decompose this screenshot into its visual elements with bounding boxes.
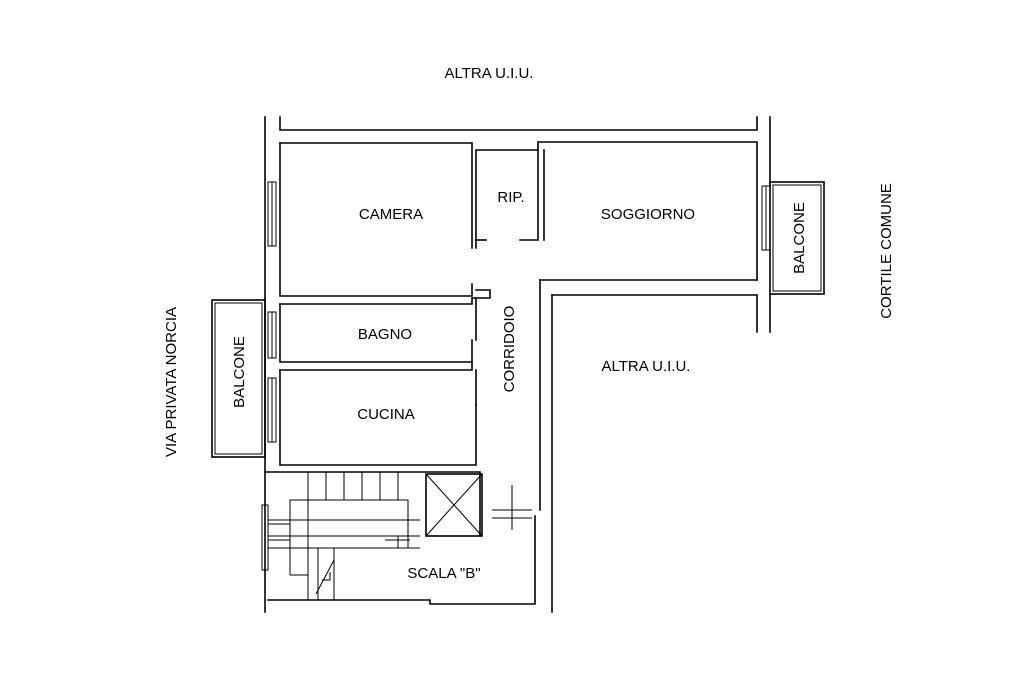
balcony-west <box>211 299 266 458</box>
room-cucina: CUCINA <box>357 406 415 423</box>
label-street: VIA PRIVATA NORCIA <box>163 307 180 457</box>
label-balcony-west: BALCONE <box>231 336 248 408</box>
label-balcony-east: BALCONE <box>791 202 808 274</box>
room-corridoio: CORRIDOIO <box>501 306 518 393</box>
balcony-east <box>761 181 825 295</box>
room-soggiorno: SOGGIORNO <box>601 206 695 223</box>
windows-west <box>267 181 277 443</box>
labels: ALTRA U.I.U. ALTRA U.I.U. VIA PRIVATA NO… <box>163 65 895 582</box>
staircase-b <box>261 471 536 605</box>
room-partitions <box>279 142 545 466</box>
label-courtyard: CORTILE COMUNE <box>878 183 895 319</box>
room-bagno: BAGNO <box>358 326 412 343</box>
room-scala: SCALA "B" <box>407 565 480 582</box>
label-north-neighbor: ALTRA U.I.U. <box>445 65 534 82</box>
outer-walls <box>264 116 771 613</box>
room-camera: CAMERA <box>359 206 423 223</box>
stair-treads <box>268 472 420 600</box>
room-rip: RIP. <box>497 189 524 206</box>
label-east-neighbor: ALTRA U.I.U. <box>602 358 691 375</box>
